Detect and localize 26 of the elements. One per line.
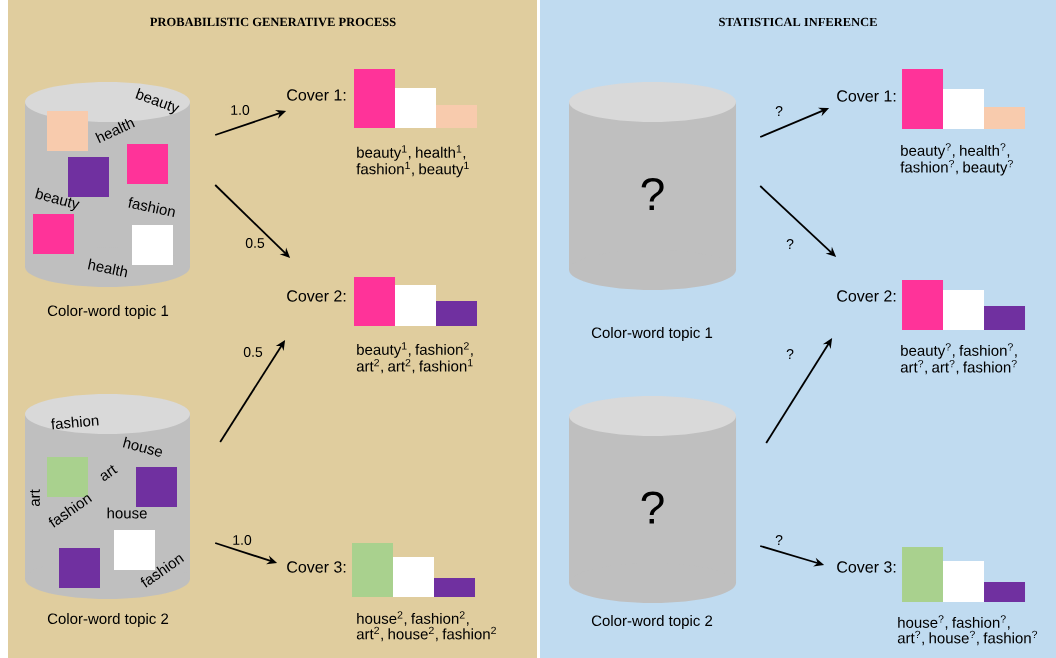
panel-title: STATISTICAL INFERENCE [719, 17, 877, 27]
cover-label: Cover 3: [837, 561, 896, 573]
node-label: Color-word topic 2 [591, 615, 713, 629]
edge-label: 1.0 [231, 534, 253, 546]
cover-label: Cover 2: [837, 290, 896, 302]
word-list: house$^{2}$, fashion$^{2}$, art$^{2}$, house$^{2}$, fashion$^{2}$ [356, 611, 496, 642]
word-list: beauty$^{1}$, health$^{1}$, fashion$^{1}$, beauty$^{1}$ [356, 145, 469, 178]
edge-label: ? [774, 534, 784, 546]
panel-title: PROBABILISTIC GENERATIVE PROCESS [150, 17, 396, 27]
edge-label: 0.5 [242, 346, 264, 358]
node-label: Color-word topic 1 [591, 327, 713, 341]
word-list: beauty$^{1}$, fashion$^{2}$, art$^{2}$, art$^{2}$, fashion$^{1}$ [356, 342, 473, 374]
cover-label: Cover 2: [287, 290, 346, 302]
edge-label: 1.0 [229, 104, 251, 116]
cover-label: Cover 1: [837, 90, 896, 102]
node-label: Color-word topic 2 [47, 613, 169, 627]
edge-label: ? [785, 238, 795, 250]
cover-label: Cover 3: [287, 561, 346, 573]
word-list: house$^{?}$, fashion$^{?}$, art$^{?}$, house$^{?}$, fashion$^{?}$ [897, 615, 1038, 646]
word-list: beauty$^{?}$, health$^{?}$, fashion$^{?}$, beauty$^{?}$ [900, 143, 1013, 176]
node-label: Color-word topic 1 [47, 305, 169, 319]
cover-label: Cover 1: [287, 89, 346, 101]
edge-label: ? [785, 348, 795, 360]
word-list: beauty$^{?}$, fashion$^{?}$, art$^{?}$, art$^{?}$, fashion$^{?}$ [900, 343, 1017, 375]
edge-label: ? [774, 105, 784, 117]
edge-label: 0.5 [244, 237, 266, 249]
